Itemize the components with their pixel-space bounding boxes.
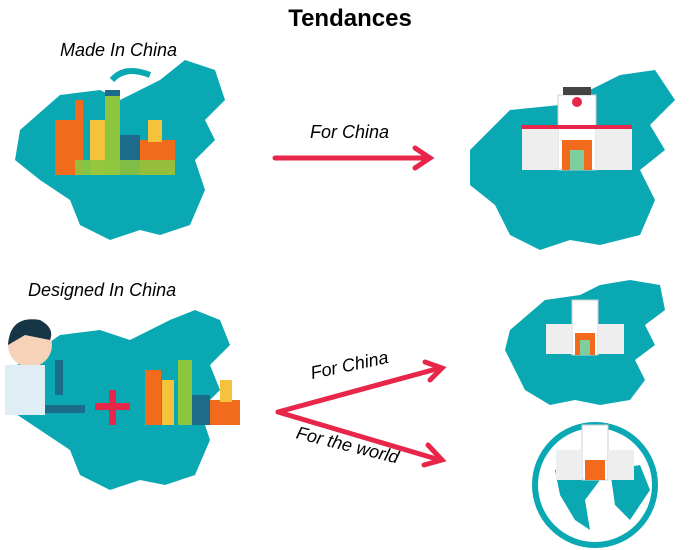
hospital-icon-bottom [546, 299, 624, 356]
scientist-with-microscope-icon [5, 319, 85, 415]
designed-in-china-label: Designed In China [28, 280, 177, 300]
for-china-label-top: For China [310, 122, 390, 142]
made-in-china-label: Made In China [60, 40, 178, 60]
hospital-icon-globe [556, 424, 634, 481]
plus-icon [95, 390, 130, 425]
hospital-icon-top [522, 87, 632, 171]
factory-icon-top [55, 68, 175, 175]
china-map-bottom-left [10, 310, 230, 490]
factory-icon-bottom [145, 360, 240, 425]
page-title: Tendances [288, 5, 412, 32]
arrow-bottom-forked [275, 359, 447, 468]
arrow-top [272, 145, 435, 171]
